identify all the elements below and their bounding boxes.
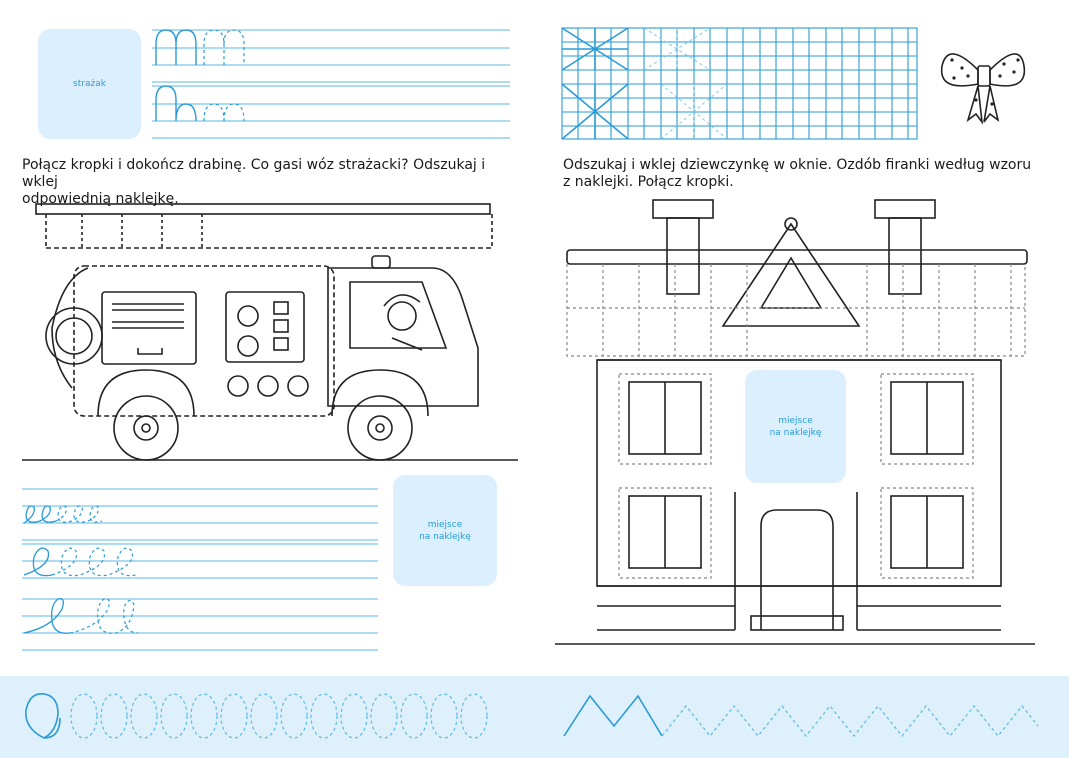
instruction-left: Połącz kropki i dokończ drabinę. Co gasi… [22,157,522,208]
instruction-right: Odszukaj i wklej dziewczynkę w oknie. Oz… [563,157,1043,191]
tracing-zigzag [563,694,1039,737]
curtain-pattern-grid [561,27,918,140]
sticker-place-fire[interactable]: miejsce na naklejkę [393,475,497,586]
sticker-place-firefighter[interactable]: strażak [38,29,141,139]
instruction-right-line-2: z naklejki. Połącz kropki. [563,174,734,190]
fire-truck-illustration [22,203,518,461]
sticker-label: strażak [73,79,106,89]
writing-lines-top-left [152,29,510,139]
instruction-left-line-1: Połącz kropki i dokończ drabinę. Co gasi… [22,157,486,190]
sticker-label-line-1: miejsce [778,415,813,426]
house-illustration [555,199,1035,645]
instruction-left-line-2: odpowiednią naklejkę. [22,191,179,207]
sticker-place-girl-window[interactable]: miejsce na naklejkę [745,370,846,483]
tracing-loops [25,693,488,739]
sticker-label-line-2: na naklejkę [419,531,471,542]
bow-illustration [940,53,1026,125]
writing-lines-bottom-left [22,488,378,651]
tracing-band [0,676,1069,758]
sticker-label-line-1: miejsce [427,519,463,530]
sticker-label-line-2: na naklejkę [769,427,822,438]
instruction-right-line-1: Odszukaj i wklej dziewczynkę w oknie. Oz… [563,157,1032,173]
